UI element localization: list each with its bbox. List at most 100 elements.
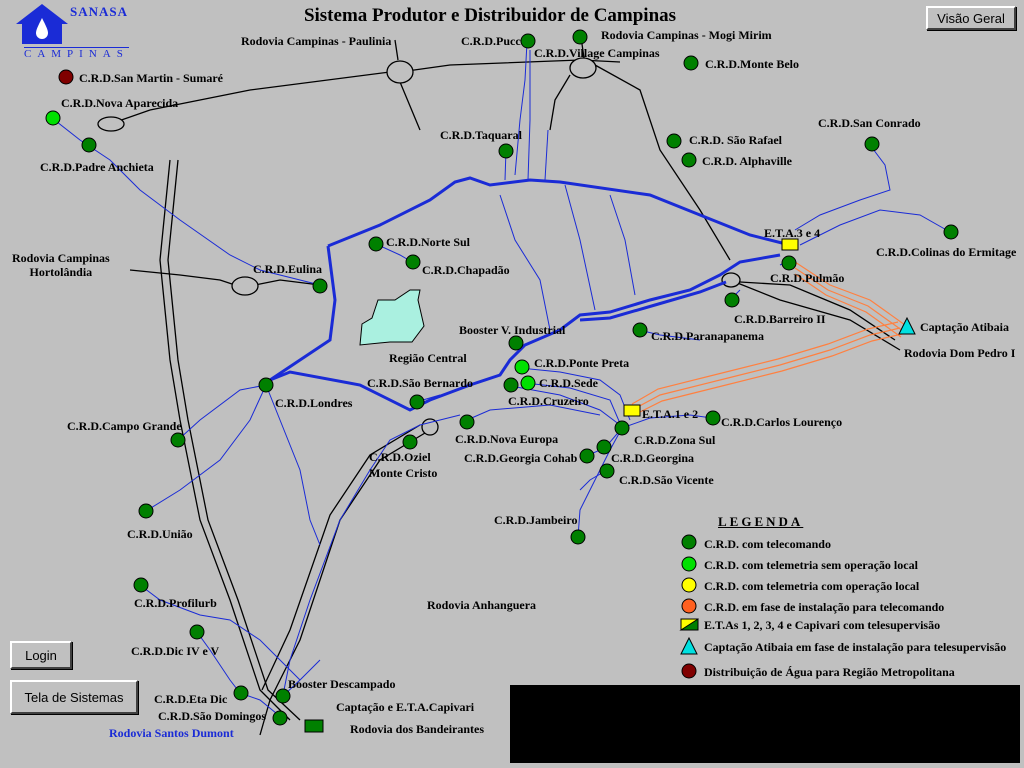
label-crd-dic45[interactable]: C.R.D.Dic IV e V [131,644,220,658]
label-crd-londres[interactable]: C.R.D.Londres [275,396,353,410]
node-etadic[interactable] [233,685,249,701]
label-crd-zonasul[interactable]: C.R.D.Zona Sul [634,433,716,447]
node-alphaville[interactable] [681,152,697,168]
systems-screen-button[interactable]: Tela de Sistemas [10,680,138,714]
label-crd-alphaville[interactable]: C.R.D. Alphaville [702,154,793,168]
node-montebelo[interactable] [683,55,699,71]
label-booster-industrial[interactable]: Booster V. Industrial [459,323,566,337]
node-novaaparecida[interactable] [45,110,61,126]
node-saobernardo[interactable] [409,394,425,410]
node-saovicente[interactable] [599,463,615,479]
label-crd-novaeuropa[interactable]: C.R.D.Nova Europa [455,432,559,446]
node-paranapanema[interactable] [632,322,648,338]
node-jambeiro[interactable] [570,529,586,545]
label-crd-barreiro[interactable]: C.R.D.Barreiro II [734,312,826,326]
node-pontepreta[interactable] [514,359,530,375]
node-chapadao[interactable] [405,254,421,270]
distribution-pipes [51,41,951,719]
node-eulina[interactable] [312,278,328,294]
label-crd-profilurb[interactable]: C.R.D.Profilurb [134,596,217,610]
label-crd-nortesul[interactable]: C.R.D.Norte Sul [386,235,470,249]
node-zonasul[interactable] [614,420,630,436]
node-sede[interactable] [520,375,536,391]
label-crd-montebelo[interactable]: C.R.D.Monte Belo [705,57,799,71]
eta-3-4-symbol[interactable] [781,238,799,251]
label-crd-georgina[interactable]: C.R.D.Georgina [611,451,694,465]
label-captacao-atibaia[interactable]: Captação Atibaia [920,320,1010,334]
node-sanmartin[interactable] [58,69,74,85]
label-crd-sanmartin[interactable]: C.R.D.San Martin - Sumaré [79,71,223,85]
label-crd-georgiacohab[interactable]: C.R.D.Georgia Cohab [464,451,578,465]
node-booster-industrial[interactable] [508,335,524,351]
crd-nodes [45,29,959,726]
captacao-atibaia-symbol[interactable] [898,316,916,335]
eta-1-2-symbol[interactable] [623,404,641,417]
label-crd-sede[interactable]: C.R.D.Sede [539,376,598,390]
node-saorafael[interactable] [666,133,682,149]
node-pulmao[interactable] [781,255,797,271]
label-crd-etadic[interactable]: C.R.D.Eta Dic [154,692,228,706]
label-crd-colinas[interactable]: C.R.D.Colinas do Ermitage [876,245,1017,259]
node-colinas[interactable] [943,224,959,240]
node-taquaral[interactable] [498,143,514,159]
label-crd-saovicente[interactable]: C.R.D.São Vicente [619,473,714,487]
label-crd-eulina[interactable]: C.R.D.Eulina [253,262,323,276]
label-rodovia-mogi: Rodovia Campinas - Mogi Mirim [601,28,772,42]
label-crd-taquaral[interactable]: C.R.D.Taquaral [440,128,522,142]
trunk-mains [269,176,791,412]
label-crd-novaaparecida[interactable]: C.R.D.Nova Aparecida [61,96,179,110]
node-oziel[interactable] [402,434,418,450]
central-region-area [359,289,425,346]
node-campogrande[interactable] [170,432,186,448]
eta-capivari-symbol[interactable] [304,719,324,733]
label-crd-jambeiro[interactable]: C.R.D.Jambeiro [494,513,578,527]
node-georgiacohab[interactable] [579,448,595,464]
label-crd-carloslourenco[interactable]: C.R.D.Carlos Lourenço [721,415,843,429]
node-padreanchieta[interactable] [81,137,97,153]
label-crd-campogrande[interactable]: C.R.D.Campo Grande [67,419,182,433]
node-mogi[interactable] [572,29,588,45]
legend-telemetria-sem-icon [681,556,697,572]
node-sanconrado[interactable] [864,136,880,152]
node-novaeuropa[interactable] [459,414,475,430]
legend-telecomando-icon [681,534,697,550]
node-cruzeiro[interactable] [503,377,519,393]
label-crd-pulmao[interactable]: C.R.D.Pulmão [770,271,845,285]
label-eta-3-4[interactable]: E.T.A.3 e 4 [764,226,821,240]
label-crd-saobernardo[interactable]: C.R.D.São Bernardo [367,376,474,390]
label-booster-descampado[interactable]: Booster Descampado [288,677,396,691]
label-crd-saodomingos[interactable]: C.R.D.São Domingos [158,709,267,723]
label-crd-paranapanema[interactable]: C.R.D.Paranapanema [651,329,764,343]
node-saodomingos[interactable] [272,710,288,726]
label-crd-padreanchieta[interactable]: C.R.D.Padre Anchieta [40,160,154,174]
label-eta-1-2[interactable]: E.T.A.1 e 2 [642,407,699,421]
node-georgina[interactable] [596,439,612,455]
node-profilurb[interactable] [133,577,149,593]
login-button[interactable]: Login [10,641,72,669]
label-crd-chapadao[interactable]: C.R.D.Chapadão [422,263,510,277]
label-rodovia-santosdumont: Rodovia Santos Dumont [109,726,234,740]
node-barreiro[interactable] [724,292,740,308]
label-crd-village[interactable]: C.R.D.Village Campinas [534,46,660,60]
label-crd-pontepreta[interactable]: C.R.D.Ponte Preta [534,356,630,370]
label-crd-uniao[interactable]: C.R.D.União [127,527,193,541]
label-captacao-capivari[interactable]: Captação e E.T.A.Capivari [336,700,475,714]
legend-eta-icon [679,618,699,631]
label-crd-saorafael[interactable]: C.R.D. São Rafael [689,133,782,147]
node-carloslourenco[interactable] [705,410,721,426]
label-crd-sanconrado[interactable]: C.R.D.San Conrado [818,116,921,130]
sanasa-logo-icon [16,4,68,44]
label-crd-pucc[interactable]: C.R.D.Pucc [461,34,521,48]
label-crd-cruzeiro[interactable]: C.R.D.Cruzeiro [508,394,589,408]
node-booster-descampado[interactable] [275,688,291,704]
node-uniao[interactable] [138,503,154,519]
overview-button[interactable]: Visão Geral [926,6,1016,30]
label-rodovia-anhanguera: Rodovia Anhanguera [427,598,537,612]
node-pucc[interactable] [520,33,536,49]
node-dic45[interactable] [189,624,205,640]
label-crd-oziel[interactable]: C.R.D.Oziel [369,450,431,464]
legend-captacao-icon [680,636,698,655]
node-nortesul[interactable] [368,236,384,252]
node-londres[interactable] [258,377,274,393]
